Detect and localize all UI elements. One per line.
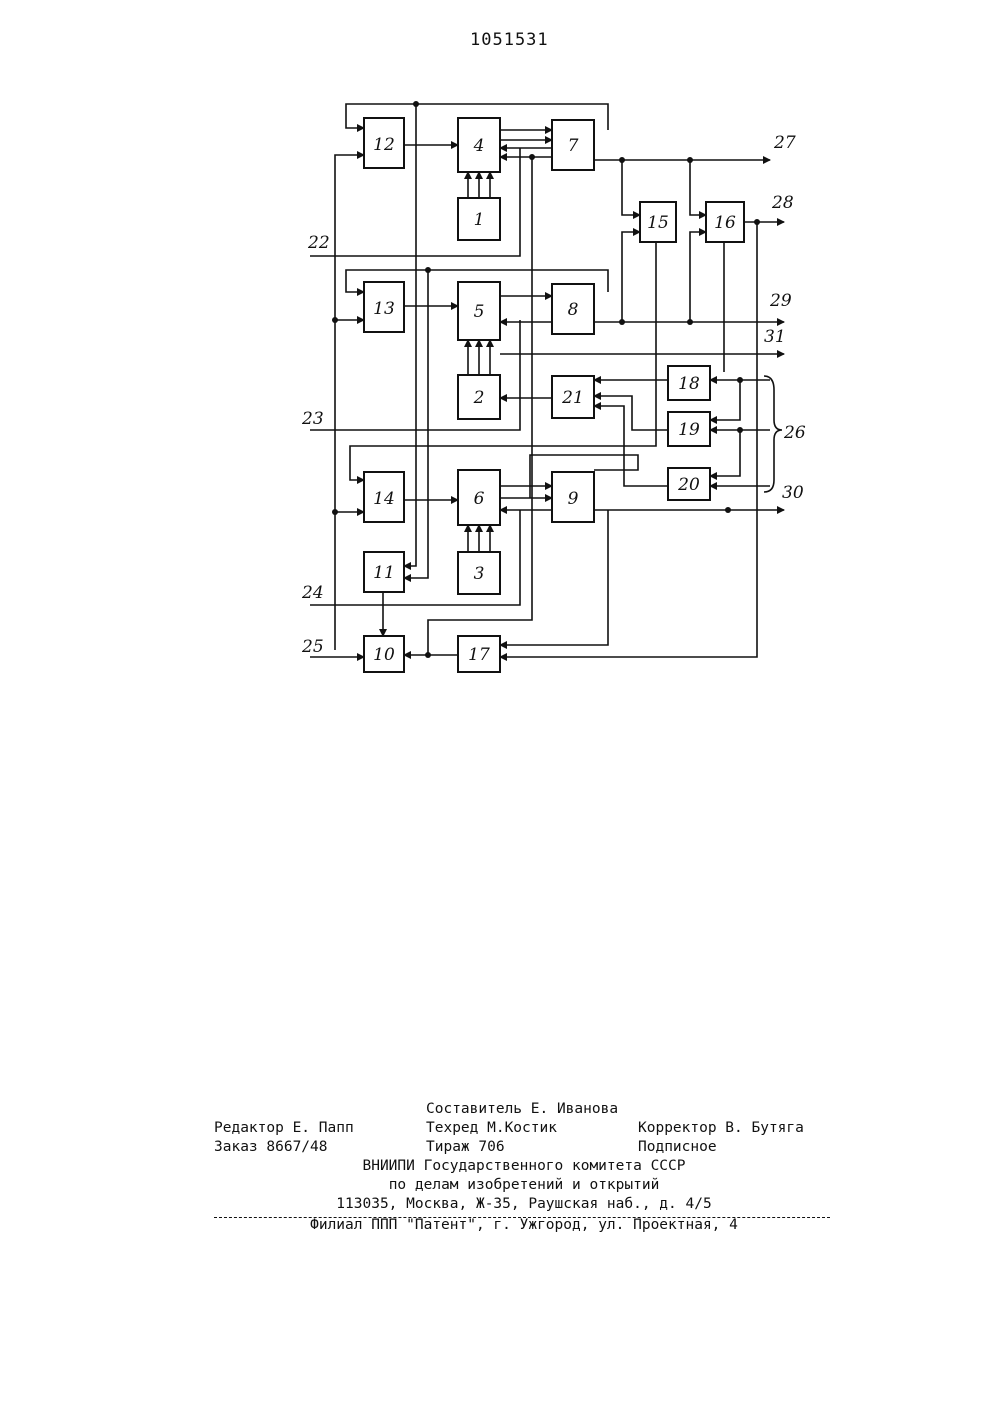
- svg-text:5: 5: [474, 302, 485, 322]
- block-10: 10: [364, 636, 404, 672]
- block-6: 6: [458, 470, 500, 525]
- svg-text:3: 3: [474, 564, 485, 584]
- input-brace-26: [764, 376, 782, 492]
- svg-text:7: 7: [568, 136, 579, 156]
- svg-text:18: 18: [678, 374, 700, 394]
- colophon: Составитель Е. Иванова Редактор Е. Папп …: [214, 1100, 834, 1235]
- block-5: 5: [458, 282, 500, 340]
- block-15: 15: [640, 202, 676, 242]
- svg-text:13: 13: [373, 299, 395, 319]
- block-19: 19: [668, 412, 710, 446]
- block-20: 20: [668, 468, 710, 500]
- terminal-25: 25: [301, 637, 324, 657]
- block-18: 18: [668, 366, 710, 400]
- block-14: 14: [364, 472, 404, 522]
- block-13: 13: [364, 282, 404, 332]
- terminal-29: 29: [769, 291, 792, 311]
- org-line-2: по делам изобретений и открытий: [214, 1176, 834, 1195]
- svg-text:2: 2: [473, 388, 485, 408]
- block-12: 12: [364, 118, 404, 168]
- terminal-28: 28: [771, 193, 794, 213]
- composer-credit: Составитель Е. Иванова: [426, 1100, 618, 1119]
- svg-text:6: 6: [474, 489, 485, 509]
- block-17: 17: [458, 636, 500, 672]
- terminal-24: 24: [301, 583, 324, 603]
- svg-text:9: 9: [568, 489, 579, 509]
- svg-text:17: 17: [468, 645, 490, 665]
- svg-text:15: 15: [647, 213, 669, 233]
- org-line-1: ВНИИПИ Государственного комитета СССР: [214, 1157, 834, 1176]
- terminal-23: 23: [301, 409, 324, 429]
- svg-text:1: 1: [474, 210, 485, 230]
- corrector-credit: Корректор В. Бутяга: [638, 1119, 804, 1138]
- svg-text:16: 16: [714, 213, 736, 233]
- svg-text:19: 19: [678, 420, 700, 440]
- svg-text:12: 12: [373, 135, 395, 155]
- terminal-31: 31: [764, 327, 786, 347]
- svg-text:14: 14: [373, 489, 395, 509]
- block-4: 4: [458, 118, 500, 172]
- order-number: Заказ 8667/48: [214, 1138, 328, 1157]
- block-9: 9: [552, 472, 594, 522]
- block-21: 21: [552, 376, 594, 418]
- block-16: 16: [706, 202, 744, 242]
- svg-text:10: 10: [373, 645, 395, 665]
- editor-credit: Редактор Е. Папп: [214, 1119, 354, 1138]
- block-7: 7: [552, 120, 594, 170]
- techred-credit: Техред М.Костик: [426, 1119, 557, 1138]
- block-2: 2: [458, 375, 500, 419]
- svg-text:8: 8: [568, 300, 579, 320]
- circulation: Тираж 706: [426, 1138, 505, 1157]
- svg-text:4: 4: [473, 136, 485, 156]
- terminal-22: 22: [307, 233, 330, 253]
- block-11: 11: [364, 552, 404, 592]
- svg-text:21: 21: [561, 388, 584, 408]
- subscription-note: Подписное: [638, 1138, 717, 1157]
- terminal-27: 27: [773, 133, 796, 153]
- svg-text:11: 11: [373, 563, 395, 583]
- block-diagram: 12 4 7 1 15 16 13 5 8 2 21 18 19 20 14 6…: [0, 0, 1000, 760]
- terminal-26: 26: [783, 423, 806, 443]
- block-3: 3: [458, 552, 500, 594]
- org-address: 113035, Москва, Ж-35, Раушская наб., д. …: [214, 1195, 834, 1214]
- block-1: 1: [458, 198, 500, 240]
- terminal-30: 30: [782, 483, 804, 503]
- branch-address: Филиал ППП "Патент", г. Ужгород, ул. Про…: [214, 1216, 834, 1235]
- svg-text:20: 20: [677, 475, 700, 495]
- block-8: 8: [552, 284, 594, 334]
